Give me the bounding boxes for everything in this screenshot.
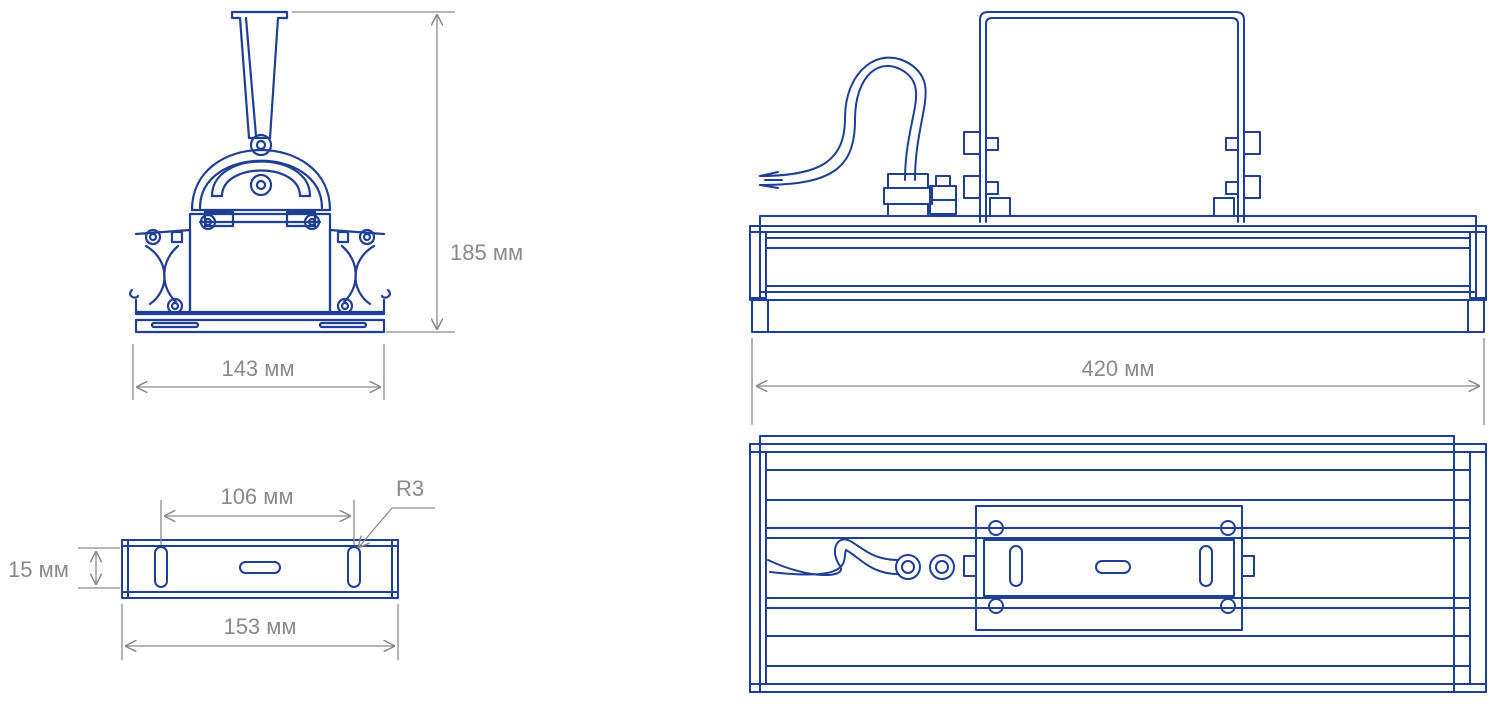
- radius-label: R3: [396, 476, 424, 501]
- slot-height-label: 15 мм: [8, 557, 69, 582]
- center-slot: [239, 561, 281, 574]
- bracket-view: [121, 539, 399, 599]
- side-width-dimension-label: 143 мм: [221, 356, 294, 381]
- side-view-dimensions: 185 мм 143 мм: [132, 11, 523, 400]
- side-view: [129, 10, 391, 334]
- mounting-slot-left: [154, 546, 168, 588]
- length-dimension-label: 420 мм: [1081, 356, 1154, 381]
- top-view: [749, 435, 1487, 693]
- mounting-slot-right: [347, 546, 361, 588]
- height-dimension-label: 185 мм: [450, 240, 523, 265]
- front-view: [749, 11, 1487, 333]
- front-view-dimensions: 420 мм: [751, 338, 1485, 425]
- bracket-dimensions: 106 мм 15 мм 153 мм R3: [8, 476, 435, 660]
- bracket-width-label: 153 мм: [223, 614, 296, 639]
- hole-spacing-label: 106 мм: [220, 484, 293, 509]
